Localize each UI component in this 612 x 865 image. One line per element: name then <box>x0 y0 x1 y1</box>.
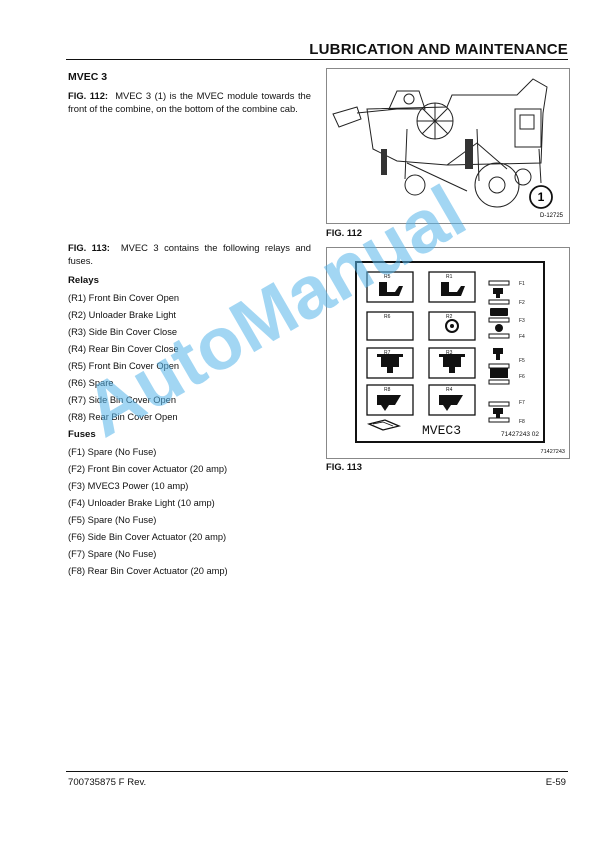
relay-label: R3 <box>446 350 453 356</box>
fuse-label: F3 <box>519 318 525 324</box>
fig113-text: MVEC 3 contains the following relays and… <box>68 242 311 266</box>
mvec3-decal-illustration: R5 R1 R6 R2 R7 R3 R8 R4 <box>355 261 565 455</box>
fuse-label: F1 <box>519 281 525 287</box>
fig112-paragraph: FIG. 112: MVEC 3 (1) is the MVEC module … <box>68 90 311 115</box>
relay-label: R2 <box>446 314 453 320</box>
fig112-caption: FIG. 112 <box>326 227 362 238</box>
manual-book-icon <box>366 419 402 431</box>
section-mvec3: MVEC 3 FIG. 112: MVEC 3 (1) is the MVEC … <box>68 70 311 116</box>
fuses-list: (F1) Spare (No Fuse) (F2) Front Bin cove… <box>68 444 311 580</box>
list-item: (F3) MVEC3 Power (10 amp) <box>68 481 189 492</box>
relay-label: R8 <box>384 387 391 393</box>
list-item: (F2) Front Bin cover Actuator (20 amp) <box>68 464 228 475</box>
list-item: (R8) Rear Bin Cover Open <box>68 412 178 423</box>
relay-label: R6 <box>384 314 391 320</box>
combine-illustration: 1 D-12725 <box>332 78 564 219</box>
fuse-label: F7 <box>519 400 525 406</box>
fig113-label: FIG. 113: <box>68 242 110 253</box>
fig112-callout: 1 <box>538 190 545 204</box>
fig113-ref: 71427243 <box>541 449 565 455</box>
list-item: (R2) Unloader Brake Light <box>68 310 176 321</box>
fig112-ref: D-12725 <box>540 213 564 219</box>
relays-title: Relays <box>68 275 99 287</box>
fuse-label: F4 <box>519 334 525 340</box>
list-item: (R3) Side Bin Cover Close <box>68 327 178 338</box>
fig112-image: 1 D-12725 <box>326 68 570 224</box>
list-item: (R5) Front Bin Cover Open <box>68 361 180 372</box>
footer-page-number: E-59 <box>545 777 566 788</box>
list-item: (F6) Side Bin Cover Actuator (20 amp) <box>68 532 227 543</box>
list-item: (R7) Side Bin Cover Open <box>68 395 176 406</box>
list-item: (R1) Front Bin Cover Open <box>68 293 180 304</box>
relay-label: R4 <box>446 387 453 393</box>
fig112-text: MVEC 3 (1) is the MVEC module towards th… <box>68 90 311 114</box>
list-item: (R6) Spare <box>68 378 114 389</box>
list-item: (F7) Spare (No Fuse) <box>68 549 157 560</box>
fig112-label: FIG. 112: <box>68 90 109 102</box>
fuses-title: Fuses <box>68 429 96 441</box>
list-item: (F5) Spare (No Fuse) <box>68 515 157 526</box>
decal-title: MVEC3 <box>422 423 461 438</box>
fuse-label: F5 <box>519 358 525 364</box>
header-rule <box>66 59 568 60</box>
page-header-title: LUBRICATION AND MAINTENANCE <box>309 41 568 58</box>
list-item: (F4) Unloader Brake Light (10 amp) <box>68 498 215 509</box>
list-item: (F1) Spare (No Fuse) <box>68 447 157 458</box>
fig113-image: R5 R1 R6 R2 R7 R3 R8 R4 <box>326 247 570 459</box>
relay-label: R1 <box>446 274 453 280</box>
relay-label: R5 <box>384 274 391 280</box>
fig113-caption: FIG. 113 <box>326 461 362 472</box>
list-item: (F8) Rear Bin Cover Actuator (20 amp) <box>68 566 228 577</box>
fuse-label: F8 <box>519 419 525 425</box>
relays-fuses-block: FIG. 113: MVEC 3 contains the following … <box>68 242 311 580</box>
fuse-label: F6 <box>519 374 525 380</box>
fig113-paragraph: FIG. 113: MVEC 3 contains the following … <box>68 242 311 267</box>
decal-part-number: 71427243 02 <box>501 431 539 438</box>
relay-label: R7 <box>384 350 391 356</box>
section-title: MVEC 3 <box>68 71 108 83</box>
fuse-label: F2 <box>519 300 525 306</box>
footer-doc-number: 700735875 F Rev. <box>68 777 147 788</box>
footer-rule <box>66 771 568 772</box>
list-item: (R4) Rear Bin Cover Close <box>68 344 179 355</box>
relays-list: (R1) Front Bin Cover Open (R2) Unloader … <box>68 290 311 426</box>
